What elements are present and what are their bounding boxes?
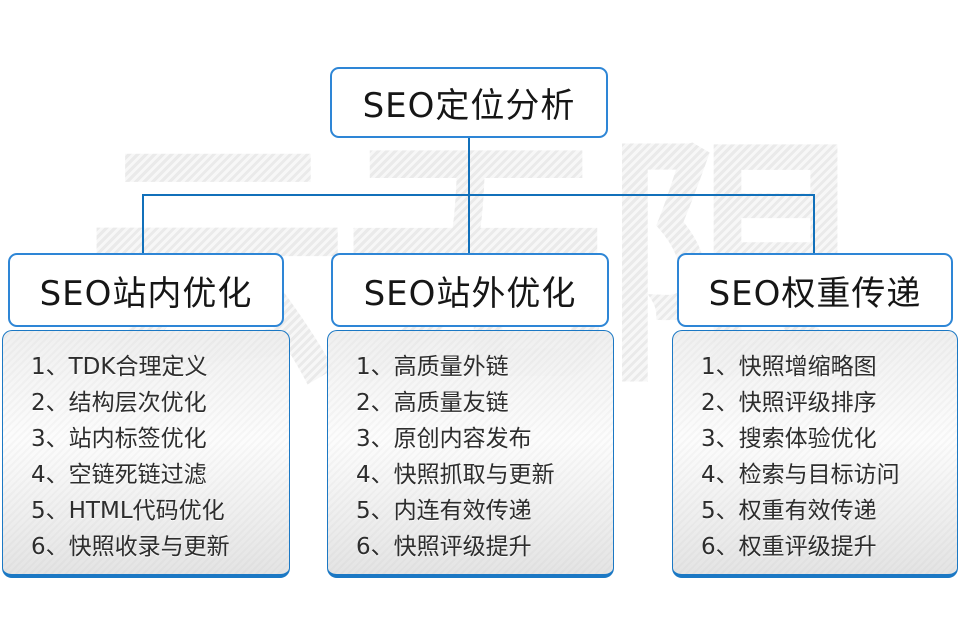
branch-node-onsite-optimization: SEO站内优化 [8,253,284,327]
list-item: 5、权重有效传递 [701,498,877,524]
list-item: 3、搜索体验优化 [701,426,877,452]
branch-node-label: SEO站外优化 [363,273,577,314]
list-item: 6、快照评级提升 [356,534,532,560]
list-item: 6、快照收录与更新 [31,534,230,560]
list-item: 1、TDK合理定义 [31,354,208,380]
branch-node-label: SEO权重传递 [708,273,922,314]
root-node-seo-positioning: SEO定位分析 [330,67,608,138]
panel-weight-transfer: 1、快照增缩略图 2、快照评级排序 3、搜索体验优化 4、检索与目标访问 5、权… [672,330,958,578]
list-item: 4、检索与目标访问 [701,462,900,488]
onsite-item-list: 1、TDK合理定义 2、结构层次优化 3、站内标签优化 4、空链死链过滤 5、H… [3,331,289,565]
panel-offsite-optimization: 1、高质量外链 2、高质量友链 3、原创内容发布 4、快照抓取与更新 5、内连有… [327,330,614,578]
list-item: 2、结构层次优化 [31,390,207,416]
list-item: 1、快照增缩略图 [701,354,877,380]
list-item: 2、快照评级排序 [701,390,877,416]
list-item: 5、内连有效传递 [356,498,532,524]
list-item: 4、空链死链过滤 [31,462,207,488]
list-item: 3、原创内容发布 [356,426,532,452]
list-item: 1、高质量外链 [356,354,509,380]
branch-node-weight-transfer: SEO权重传递 [677,253,953,327]
weight-item-list: 1、快照增缩略图 2、快照评级排序 3、搜索体验优化 4、检索与目标访问 5、权… [673,331,957,565]
list-item: 3、站内标签优化 [31,426,207,452]
list-item: 5、HTML代码优化 [31,498,225,524]
branch-node-label: SEO站内优化 [39,273,253,314]
branch-node-offsite-optimization: SEO站外优化 [331,253,609,327]
offsite-item-list: 1、高质量外链 2、高质量友链 3、原创内容发布 4、快照抓取与更新 5、内连有… [328,331,613,565]
list-item: 6、权重评级提升 [701,534,877,560]
root-node-label: SEO定位分析 [362,86,576,126]
panel-onsite-optimization: 1、TDK合理定义 2、结构层次优化 3、站内标签优化 4、空链死链过滤 5、H… [2,330,290,578]
list-item: 2、高质量友链 [356,390,509,416]
list-item: 4、快照抓取与更新 [356,462,555,488]
